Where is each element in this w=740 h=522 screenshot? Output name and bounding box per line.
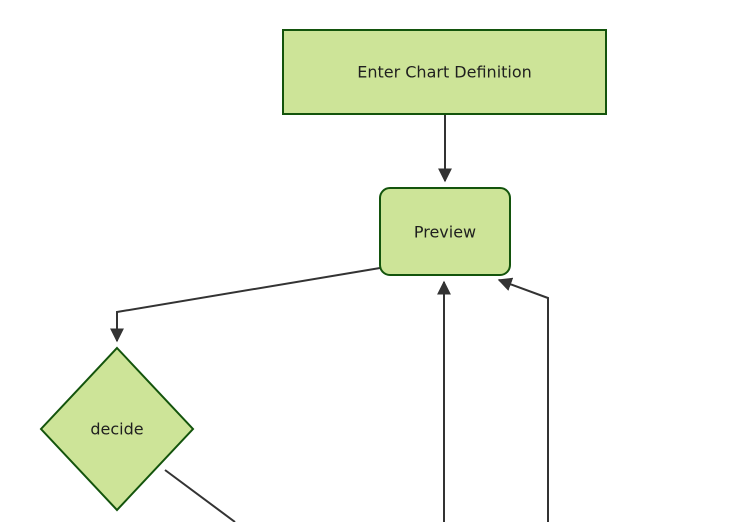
edge-layer: [107, 114, 549, 522]
node-enter-chart-definition-shape[interactable]: [282, 29, 607, 115]
edge-inbound-diagonal-to-preview: [497, 277, 549, 522]
node-preview-shape[interactable]: [379, 187, 511, 276]
edge-decide-out-right: [164, 469, 236, 522]
node-enter-chart-definition[interactable]: Enter Chart Definition: [282, 29, 607, 115]
edge-preview-to-decide: [110, 267, 381, 343]
node-layer: Enter Chart Definition Preview decide: [39, 29, 607, 512]
node-preview-label: Preview: [414, 223, 476, 242]
node-decide-label: decide: [90, 420, 143, 439]
node-decide[interactable]: decide: [39, 346, 195, 512]
node-decide-shape[interactable]: [39, 346, 195, 512]
node-preview[interactable]: Preview: [379, 187, 511, 276]
node-enter-chart-definition-label: Enter Chart Definition: [357, 63, 532, 82]
